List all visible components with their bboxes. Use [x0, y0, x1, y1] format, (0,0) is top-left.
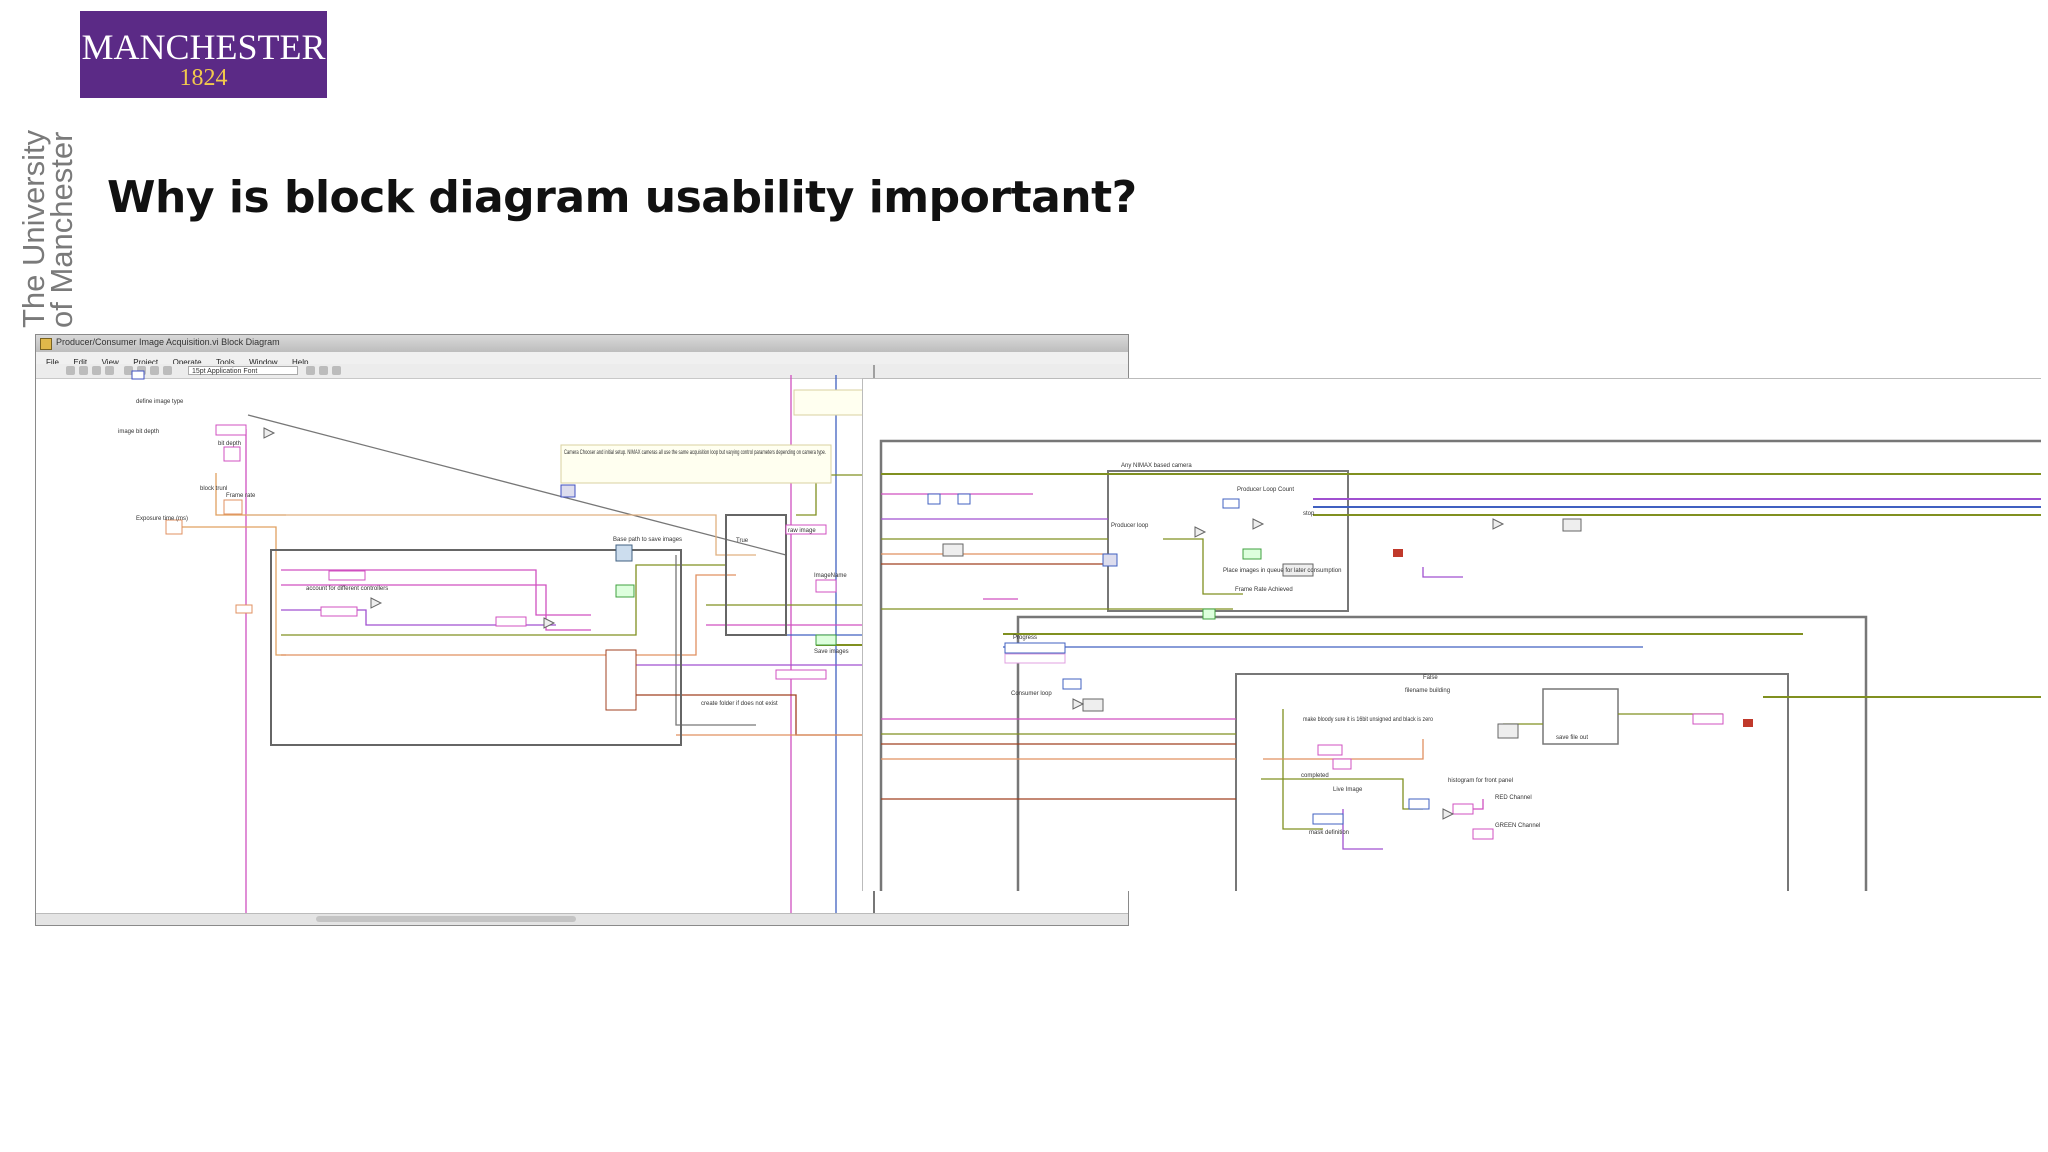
reorder-icon[interactable] [332, 366, 341, 375]
step-into-icon[interactable] [150, 366, 159, 375]
logo-year: 1824 [179, 65, 228, 91]
run-arrow-icon[interactable] [66, 366, 75, 375]
menu-edit[interactable]: Edit [73, 358, 88, 367]
distribute-icon[interactable] [319, 366, 328, 375]
window-title: Producer/Consumer Image Acquisition.vi B… [56, 337, 280, 347]
label-frame-rate-achieved: Frame Rate Achieved [1235, 587, 1293, 593]
menu-operate[interactable]: Operate [172, 358, 202, 367]
menu-window[interactable]: Window [249, 358, 278, 367]
label-bit-depth: bit depth [218, 441, 241, 447]
label-frame-rate: Frame rate [226, 493, 256, 499]
menu-project[interactable]: Project [133, 358, 159, 367]
label-true-case: True [736, 538, 749, 544]
toolbar: 15pt Application Font [36, 364, 1128, 379]
university-logo: MANCHESTER 1824 [80, 11, 327, 98]
menu-bar: File Edit View Project Operate Tools Win… [36, 352, 1128, 367]
label-progress: Progress [1013, 635, 1037, 641]
label-camera-note: Camera Chooser and initial setup. NIMAX … [564, 450, 826, 456]
logo-name: MANCHESTER [81, 27, 326, 67]
label-image-bit-depth: image bit depth [118, 429, 159, 435]
label-place-images-queue: Place images in queue for later consumpt… [1223, 568, 1341, 574]
horizontal-scrollbar[interactable] [36, 913, 1128, 925]
label-histogram-front-panel: histogram for front panel [1448, 778, 1513, 784]
font-select[interactable]: 15pt Application Font [188, 366, 298, 375]
label-image-name: ImageName [814, 573, 847, 579]
label-producer-loop-count: Producer Loop Count [1237, 487, 1294, 493]
label-save-file-out: save file out [1556, 735, 1588, 741]
block-diagram-right: Any NIMAX based camera Producer Loop Cou… [879, 439, 2041, 891]
highlight-icon[interactable] [124, 366, 133, 375]
label-green-channel: GREEN Channel [1495, 823, 1540, 829]
run-continuous-icon[interactable] [79, 366, 88, 375]
label-red-channel: RED Channel [1495, 795, 1532, 801]
abort-icon[interactable] [92, 366, 101, 375]
label-create-folder: create folder if does not exist [701, 701, 778, 707]
label-filename-building: filename building [1405, 688, 1450, 694]
align-icon[interactable] [306, 366, 315, 375]
label-make-bloody-sure: make bloody sure it is 16bit unsigned an… [1303, 717, 1434, 723]
pause-icon[interactable] [105, 366, 114, 375]
labview-app-icon [40, 338, 52, 350]
label-define-image-type: define image type [136, 399, 184, 405]
block-diagram-right-panel: Any NIMAX based camera Producer Loop Cou… [862, 378, 2041, 891]
label-producer-loop: Producer loop [1111, 523, 1149, 529]
menu-file[interactable]: File [46, 358, 59, 367]
label-exposure-time: Exposure time (ms) [136, 516, 188, 522]
label-block-trunl: block trunl [200, 486, 227, 492]
menu-help[interactable]: Help [292, 358, 309, 367]
label-mask-definition: mask definition [1309, 830, 1349, 836]
label-consumer-loop: Consumer loop [1011, 691, 1052, 697]
label-false-case: False [1423, 675, 1438, 681]
label-save-images: Save images [814, 649, 849, 655]
university-wordmark-vertical: The University of Manchester [16, 130, 79, 328]
menu-view[interactable]: View [101, 358, 119, 367]
scrollbar-thumb[interactable] [316, 916, 576, 922]
menu-tools[interactable]: Tools [215, 358, 235, 367]
slide-title: Why is block diagram usability important… [107, 172, 1137, 223]
label-stop: stop [1303, 511, 1315, 517]
label-any-nimax-camera: Any NIMAX based camera [1121, 463, 1192, 469]
label-completed: completed [1301, 773, 1329, 779]
label-live-image: Live Image [1333, 787, 1363, 793]
label-account-controllers: account for different controllers [306, 586, 388, 592]
step-over-icon[interactable] [163, 366, 172, 375]
label-raw-image: raw image [788, 528, 816, 534]
wordmark-line2: of Manchester [44, 131, 79, 328]
label-save-path: Base path to save images [613, 537, 682, 543]
